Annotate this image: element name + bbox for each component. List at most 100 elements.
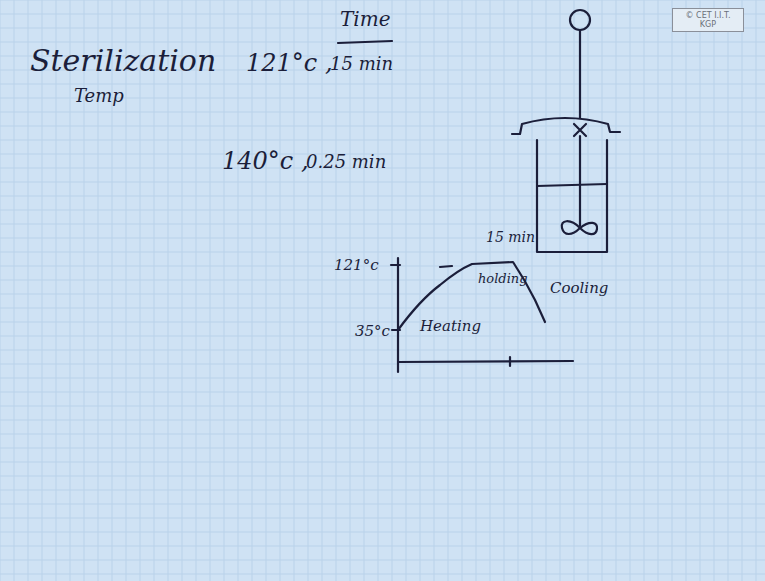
logo-box: © CET I.I.T. KGP: [672, 8, 744, 32]
grid-line: [0, 224, 765, 225]
grid-line: [0, 574, 765, 575]
grid-line: [322, 0, 323, 581]
grid-line: [476, 0, 477, 581]
grid-line: [0, 434, 765, 435]
grid-line: [238, 0, 239, 581]
grid-line: [392, 0, 393, 581]
time-value: 15 min: [486, 230, 535, 245]
axis-word: Temp: [74, 86, 124, 106]
impeller-symbol: [562, 221, 597, 234]
grid-line: [756, 0, 757, 581]
grid-line: [0, 350, 765, 351]
grid-line: [672, 0, 673, 581]
time-value: 15 min: [330, 54, 393, 74]
grid-line: [714, 0, 715, 581]
grid-line: [70, 0, 71, 581]
grid-line: [0, 448, 765, 449]
grid-line: [0, 420, 765, 421]
grid-line: [0, 280, 765, 281]
grid-line: [0, 518, 765, 519]
grid-line: [0, 210, 765, 211]
grid-line: [364, 0, 365, 581]
grid-line: [0, 560, 765, 561]
axis-value: 35°c: [355, 323, 390, 340]
grid-line: [0, 490, 765, 491]
liquid-level: [537, 184, 607, 186]
grid-line: [0, 406, 765, 407]
vessel-body: [537, 140, 607, 252]
temperature-value: 121°c ,: [246, 50, 333, 76]
grid-line: [280, 0, 281, 581]
grid-line: [728, 0, 729, 581]
grid-line: [518, 0, 519, 581]
grid-line: [266, 0, 267, 581]
grid-line: [294, 0, 295, 581]
grid-line: [0, 0, 1, 581]
time-value: 0.25 min: [306, 152, 386, 172]
vessel-lid: [512, 118, 620, 134]
grid-line: [154, 0, 155, 581]
grid-line: [0, 504, 765, 505]
grid-line: [616, 0, 617, 581]
grid-line: [0, 140, 765, 141]
grid-line: [0, 392, 765, 393]
grid-line: [532, 0, 533, 581]
grid-line: [0, 378, 765, 379]
grid-line: [420, 0, 421, 581]
grid-line: [546, 0, 547, 581]
grid-line: [0, 238, 765, 239]
grid-line: [504, 0, 505, 581]
axis-tick: [509, 357, 511, 366]
grid-line: [0, 42, 765, 43]
grid-line: [0, 182, 765, 183]
grid-line: [182, 0, 183, 581]
x-axis: [398, 361, 573, 362]
grid-line: [0, 364, 765, 365]
axis-value: 121°c: [334, 257, 379, 274]
grid-line: [0, 294, 765, 295]
grid-line: [308, 0, 309, 581]
seal-mark: [574, 124, 586, 136]
axis-tick: [391, 264, 400, 266]
logo-text: © CET I.I.T. KGP: [678, 11, 738, 29]
grid-line: [490, 0, 491, 581]
grid-line: [14, 0, 15, 581]
grid-line: [630, 0, 631, 581]
y-axis: [397, 258, 399, 372]
grid-line: [378, 0, 379, 581]
grid-line: [0, 476, 765, 477]
grid-line: [700, 0, 701, 581]
grid-line: [0, 266, 765, 267]
grid-line: [140, 0, 141, 581]
heading-text: Sterilization: [30, 44, 216, 77]
grid-line: [252, 0, 253, 581]
phase-label: Heating: [420, 318, 481, 335]
grid-line: [0, 308, 765, 309]
grid-line: [0, 546, 765, 547]
grid-line: [0, 252, 765, 253]
grid-line: [0, 0, 765, 1]
grid-line: [448, 0, 449, 581]
grid-line: [196, 0, 197, 581]
grid-line: [56, 0, 57, 581]
grid-line: [658, 0, 659, 581]
grid-line: [462, 0, 463, 581]
grid-line: [126, 0, 127, 581]
grid-line: [0, 84, 765, 85]
underline: [338, 41, 392, 43]
grid-line: [28, 0, 29, 581]
grid-line: [0, 126, 765, 127]
grid-line: [0, 112, 765, 113]
grid-line: [0, 196, 765, 197]
phase-label: Cooling: [550, 280, 608, 297]
motor-symbol: [570, 10, 590, 30]
grid-line: [224, 0, 225, 581]
grid-line: [644, 0, 645, 581]
grid-line: [168, 0, 169, 581]
grid-line: [0, 462, 765, 463]
phase-label: holding: [478, 272, 528, 286]
grid-line: [406, 0, 407, 581]
grid-line: [210, 0, 211, 581]
grid-line: [686, 0, 687, 581]
grid-line: [742, 0, 743, 581]
